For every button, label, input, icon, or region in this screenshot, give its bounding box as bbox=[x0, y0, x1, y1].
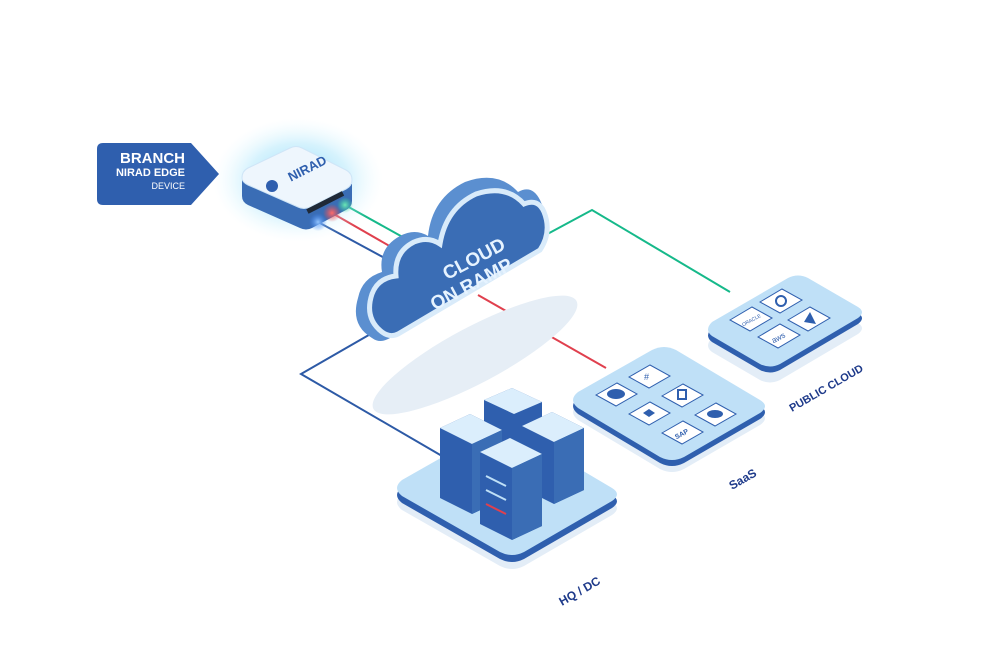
office365-icon bbox=[660, 383, 705, 408]
branch-badge-text: BRANCH NIRAD EDGE DEVICE bbox=[97, 150, 185, 192]
azure-icon bbox=[786, 306, 832, 332]
saas-node: # SAP SaaS bbox=[573, 347, 765, 493]
sap-icon: SAP bbox=[660, 420, 705, 445]
salesforce-icon bbox=[594, 382, 639, 407]
branch-title: BRANCH bbox=[120, 150, 185, 167]
device-port-slot bbox=[306, 191, 345, 214]
svg-text:#: # bbox=[644, 372, 649, 382]
nirad-logo-icon bbox=[266, 180, 278, 192]
saas-label: SaaS bbox=[727, 466, 759, 493]
branch-subtitle: NIRAD EDGE bbox=[115, 167, 185, 179]
dropbox-icon bbox=[627, 401, 672, 426]
branch-badge bbox=[97, 143, 219, 205]
green-led bbox=[337, 197, 353, 213]
public-cloud-label: PUBLIC CLOUD bbox=[788, 363, 866, 415]
link-hq-dc-2 bbox=[299, 331, 443, 457]
aws-icon: aws bbox=[756, 323, 802, 349]
edge-device: NIRAD bbox=[213, 118, 383, 242]
box-cloud-icon bbox=[693, 402, 738, 427]
hq-dc-node: HQ / DC bbox=[397, 388, 617, 609]
link-public-cloud-2 bbox=[539, 208, 731, 293]
google-cloud-icon bbox=[758, 288, 804, 314]
hq-dc-label: HQ / DC bbox=[557, 574, 604, 609]
slack-icon: # bbox=[627, 364, 672, 389]
red-led bbox=[323, 204, 341, 222]
oracle-icon: ORACLE bbox=[728, 306, 774, 332]
branch-device-label: DEVICE bbox=[151, 181, 185, 191]
cloud-on-ramp: CLOUD ON RAMP bbox=[355, 177, 578, 415]
server-rack bbox=[480, 438, 542, 540]
blue-led bbox=[309, 213, 327, 231]
